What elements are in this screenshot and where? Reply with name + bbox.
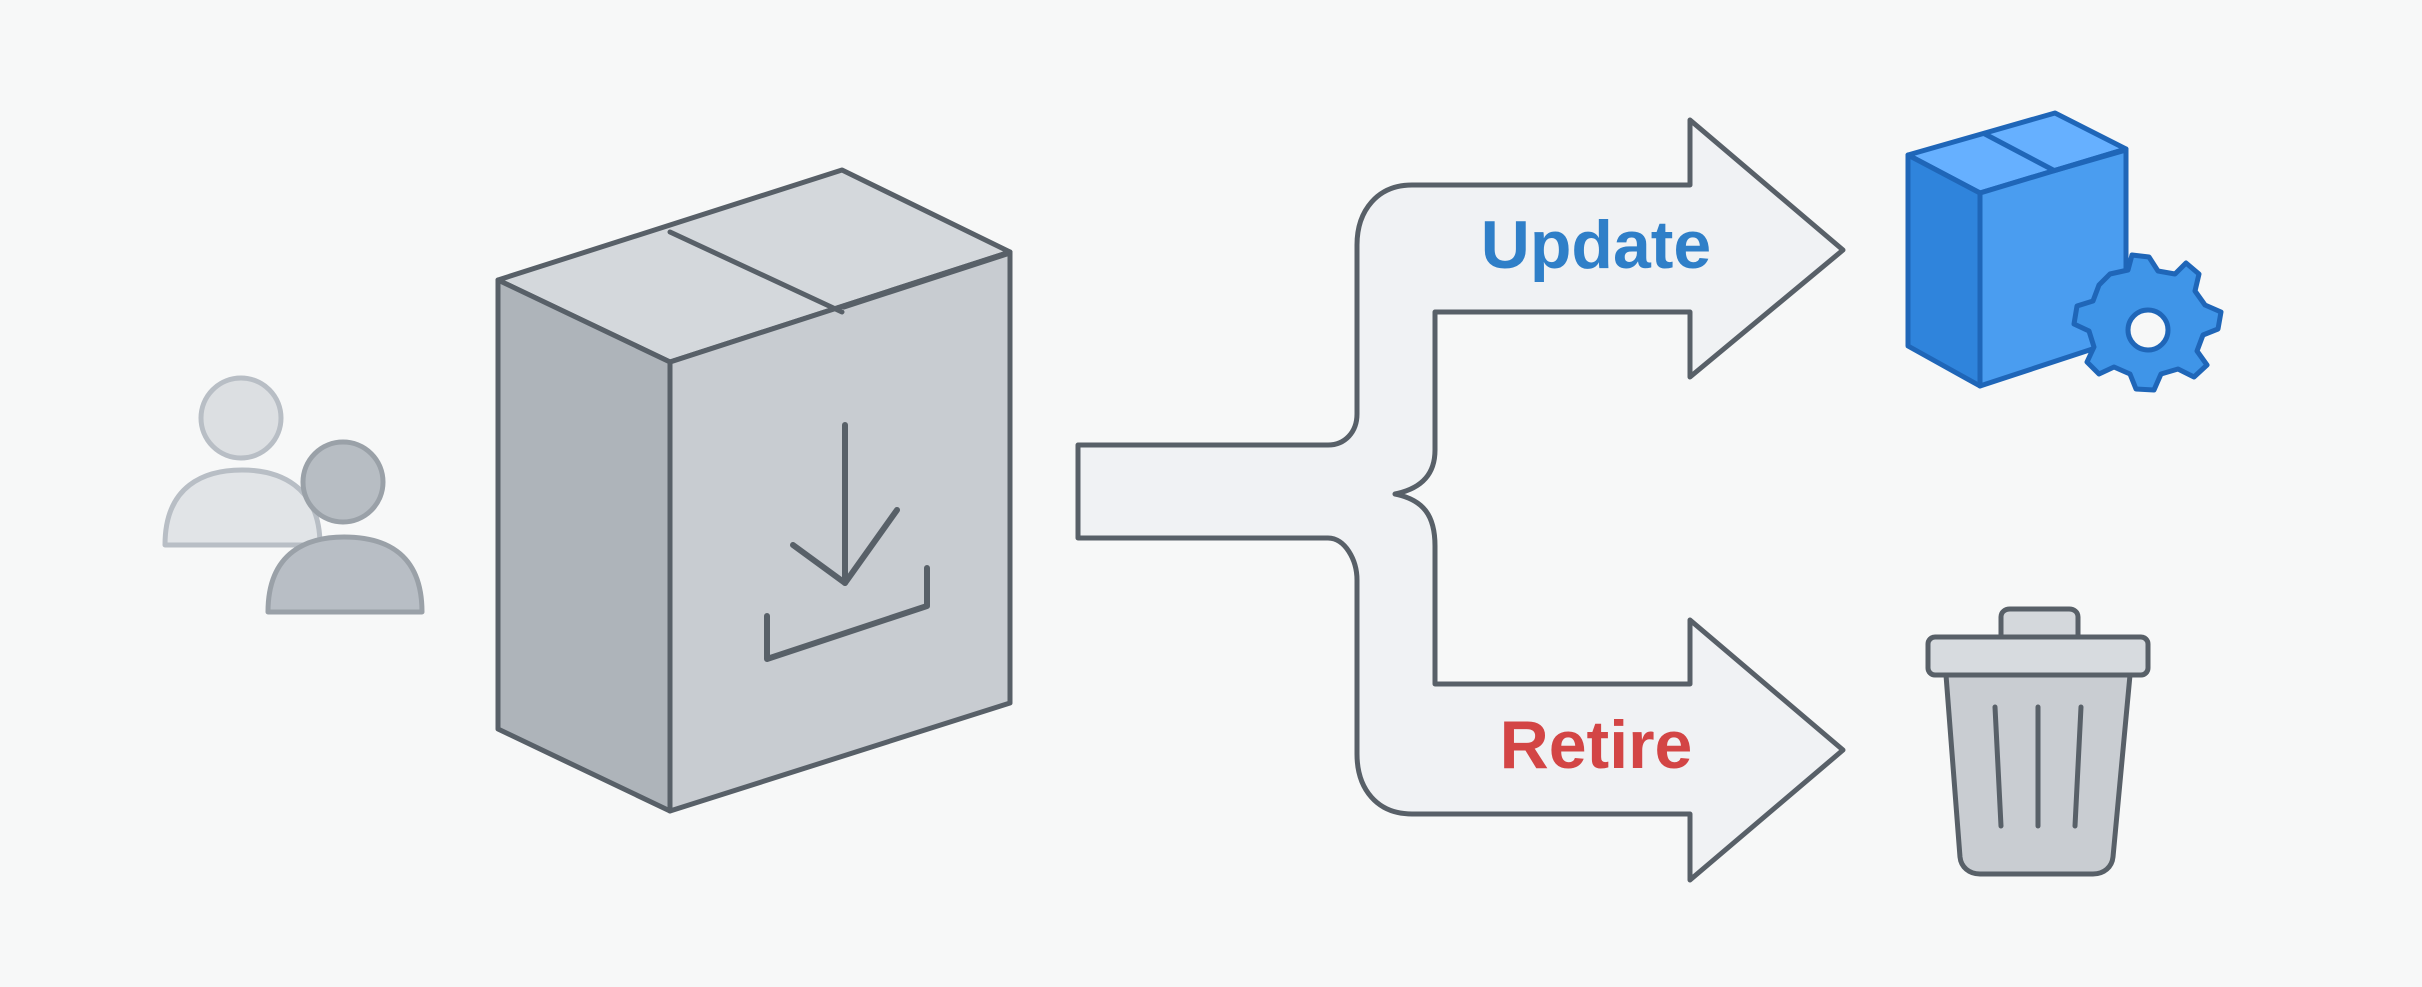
update-label-group: Update	[1481, 207, 1711, 283]
update-label: Update	[1481, 207, 1711, 283]
retire-label-group: Retire	[1500, 707, 1693, 783]
download-package-icon	[495, 167, 1013, 814]
trash-can-icon	[1925, 606, 2151, 877]
branching-arrows	[1075, 117, 1846, 883]
download-arrow-icon	[764, 422, 930, 662]
gear-icon	[2071, 252, 2224, 393]
users-icon	[162, 375, 425, 615]
retire-label: Retire	[1500, 707, 1693, 783]
package-gear-icon	[1905, 110, 2224, 393]
